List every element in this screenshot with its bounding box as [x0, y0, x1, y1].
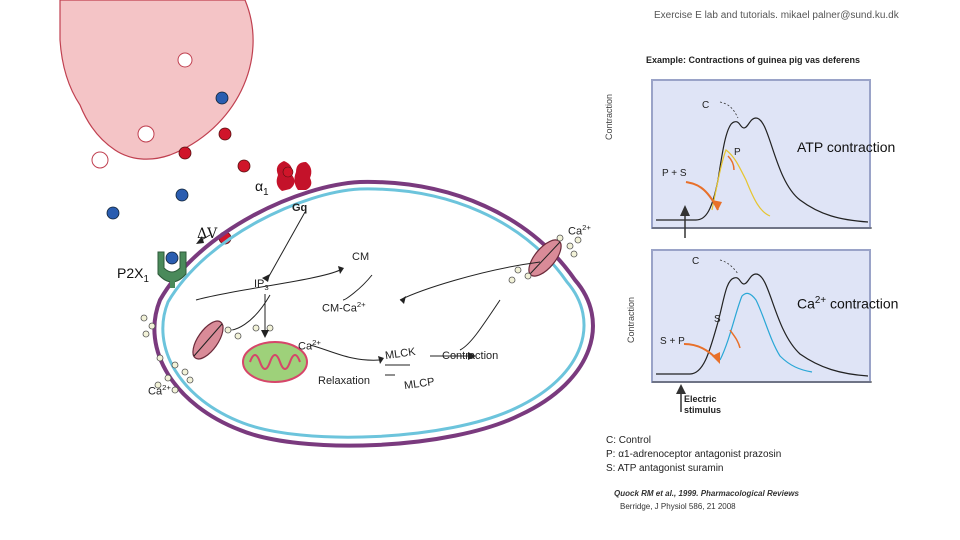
- p2x1-receptor: [157, 251, 187, 288]
- legend-suramin: S: ATP antagonist suramin: [606, 463, 724, 474]
- ca-right-label: Ca2+: [568, 223, 591, 238]
- contraction-label: Contraction: [442, 350, 499, 362]
- p2x1-label: P2X1: [117, 265, 149, 285]
- contraction-plots: [651, 79, 872, 412]
- nerve-terminal: [59, 0, 254, 160]
- top-stim-label: P + S: [662, 168, 687, 179]
- citation-quock: Quock RM et al., 1999. Pharmacological R…: [614, 489, 799, 498]
- electric-stimulus-label: Electric stimulus: [684, 394, 722, 415]
- cm-label: CM: [352, 251, 370, 263]
- ca-left-label: Ca2+: [148, 383, 171, 398]
- ca-ions: [140, 234, 582, 394]
- bottom-plot-area: [651, 249, 871, 383]
- top-p-arrow: [727, 155, 735, 171]
- top-c-label: C: [702, 100, 710, 111]
- gq-label: Gq: [292, 202, 308, 214]
- bottom-c-label: C: [692, 256, 700, 267]
- bottom-suramin-curve: [719, 292, 813, 373]
- legend: C: Control P: α1-adrenoceptor antagonist…: [606, 434, 781, 476]
- top-prazosin-curve: [711, 149, 771, 217]
- legend-control: C: Control: [606, 435, 652, 446]
- bottom-ylabel: Contraction: [626, 296, 636, 343]
- citation-berridge: Berridge, J Physiol 586, 21 2008: [620, 502, 736, 511]
- legend-prazosin: P: α1-adrenoceptor antagonist prazosin: [606, 449, 782, 460]
- panel-title: Example: Contractions of guinea pig vas …: [646, 55, 861, 65]
- ca-channel-left: [192, 320, 224, 360]
- ip3-label: IP3: [254, 278, 269, 293]
- bottom-stim-label: S + P: [660, 336, 685, 347]
- top-p-label: P: [734, 147, 741, 158]
- cell-diagram: [59, 0, 595, 448]
- top-plot-area: [651, 79, 871, 229]
- delta-v-label: ΔV: [197, 226, 218, 242]
- bottom-s-label: S: [714, 314, 721, 325]
- atp-contraction-label: ATP contraction: [797, 139, 896, 155]
- relaxation-label: Relaxation: [318, 375, 370, 387]
- alpha1-label: α1: [255, 178, 269, 198]
- top-ylabel: Contraction: [604, 93, 614, 140]
- ca-mito-label: Ca2+: [298, 338, 321, 353]
- ca-contraction-label: Ca2+ contraction: [797, 295, 899, 312]
- arrow-heads: [196, 236, 476, 364]
- mitochondrion: [242, 324, 308, 383]
- alpha1-receptor: [276, 161, 312, 191]
- header-text: Exercise E lab and tutorials. mikael pal…: [654, 10, 899, 21]
- cm-ca-label: CM-Ca2+: [322, 300, 366, 315]
- bottom-control-curve: [656, 273, 869, 377]
- cell-membrane-outer: [152, 179, 595, 448]
- cell-membrane-inner: [161, 187, 586, 439]
